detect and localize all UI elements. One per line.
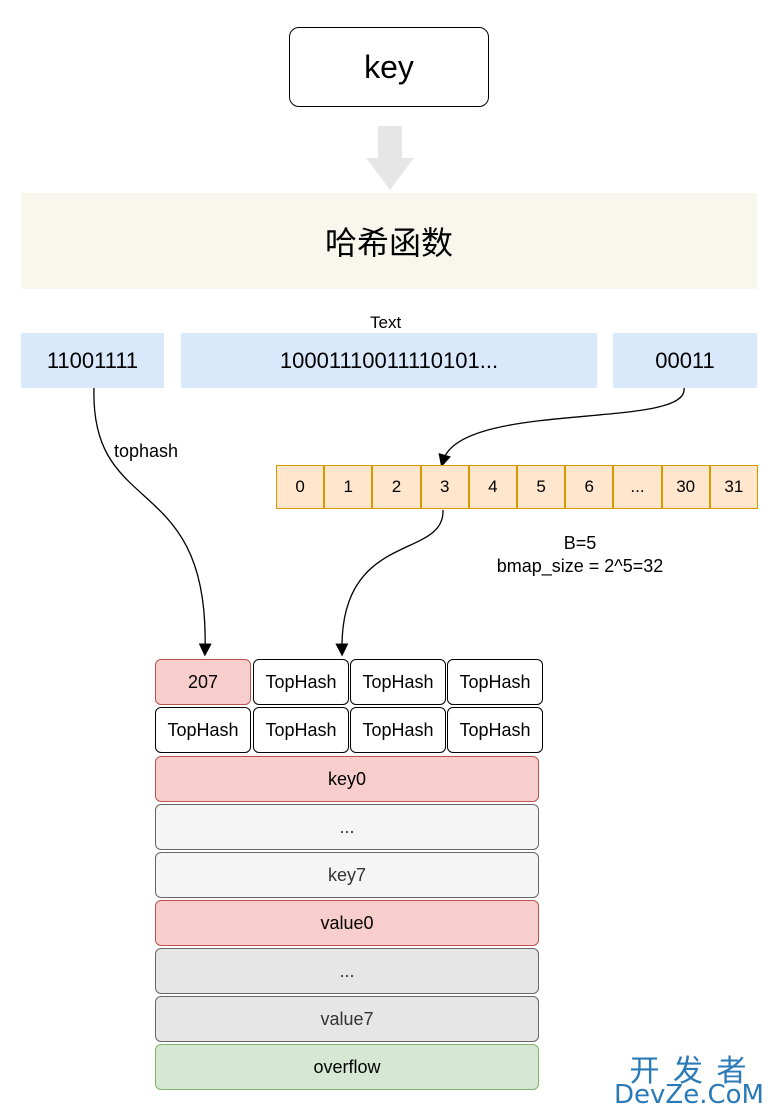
bucket-cell: 2 (372, 465, 421, 509)
bmap-key7-row: key7 (155, 852, 539, 898)
bucket-cell: 6 (565, 465, 614, 509)
bucket-cell: ... (613, 465, 662, 509)
key-box: key (289, 27, 489, 107)
down-arrow-icon (366, 126, 414, 190)
b-note-line1: B=5 (563, 533, 597, 553)
tophash-cell-207: 207 (155, 659, 251, 705)
hash-bits-high: 11001111 (21, 333, 164, 388)
bucket-cell: 5 (517, 465, 566, 509)
tophash-cell: TopHash (253, 707, 349, 753)
bucket-cell: 0 (276, 465, 325, 509)
hash-function-band: 哈希函数 (21, 193, 757, 289)
watermark-en: DevZe.CoM (614, 1080, 764, 1110)
tophash-label: tophash (114, 441, 179, 461)
bmap-keys-ellipsis-row: ... (155, 804, 539, 850)
tophash-cell: TopHash (447, 659, 543, 705)
tophash-cell: TopHash (350, 707, 446, 753)
bmap-overflow-row: overflow (155, 1044, 539, 1090)
hash-bits-low: 00011 (613, 333, 757, 388)
text-label: Text (370, 313, 402, 332)
bmap-key0-row: key0 (155, 756, 539, 802)
tophash-connector (93, 387, 212, 657)
hash-bits-middle: 10001110011110101... (181, 333, 597, 388)
bucket-to-bmap-connector (335, 509, 444, 657)
bucket-index-connector (438, 387, 685, 468)
bmap-values-ellipsis-row: ... (155, 948, 539, 994)
bmap-value7-row: value7 (155, 996, 539, 1042)
bucket-cell-selected: 3 (420, 465, 469, 509)
watermark-cn: 开 发 者 (629, 1054, 749, 1089)
bucket-cell: 4 (468, 465, 517, 509)
bucket-cell: 1 (324, 465, 373, 509)
tophash-cell: TopHash (447, 707, 543, 753)
b-note: B=5 bmap_size = 2^5=32 (470, 532, 690, 579)
tophash-cell: TopHash (350, 659, 446, 705)
tophash-cell: TopHash (253, 659, 349, 705)
b-note-line2: bmap_size = 2^5=32 (496, 556, 664, 577)
bucket-cell: 30 (661, 465, 710, 509)
tophash-cell: TopHash (155, 707, 251, 753)
bmap-value0-row: value0 (155, 900, 539, 946)
bucket-cell: 31 (709, 465, 758, 509)
